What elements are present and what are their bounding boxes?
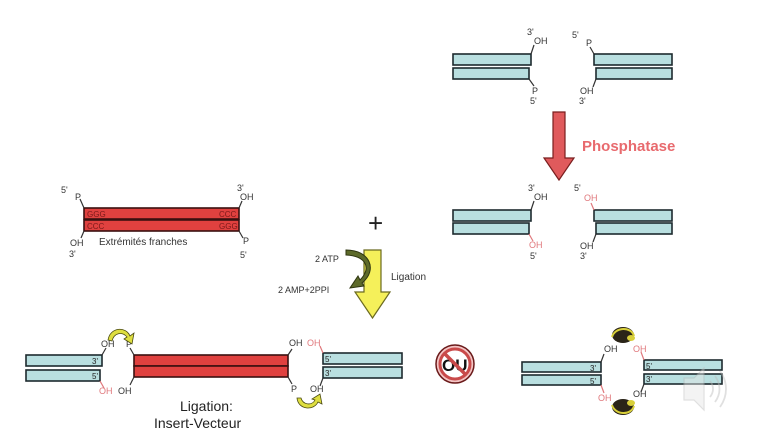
- svg-text:GGG: GGG: [87, 210, 106, 219]
- atp-label: 2 ATP: [315, 254, 339, 264]
- insert-top-strand: [133, 354, 289, 367]
- prime-label: 3': [580, 251, 587, 261]
- group-label: P: [126, 339, 132, 349]
- vector-left-bottom-strand: [521, 374, 602, 386]
- ligation-curve-arrow: [296, 393, 323, 409]
- vector-left-bottom-strand: [452, 67, 530, 80]
- group-label: OH: [580, 86, 594, 96]
- prime-label: 5': [530, 96, 537, 106]
- group-label: OH: [240, 192, 254, 202]
- blocked-ligation-icon: [611, 327, 635, 343]
- self-ligation-blocked: 3' 5' 5' 3' OH OH OH OH: [521, 327, 723, 415]
- prime-label: 3': [527, 27, 534, 37]
- dephosphorylated-group-label: OH: [584, 193, 598, 203]
- group-label: OH: [633, 389, 647, 399]
- group-label: OH: [534, 192, 548, 202]
- svg-text:CCC: CCC: [219, 210, 237, 219]
- svg-text:GGG: GGG: [219, 222, 238, 231]
- group-label: OH: [289, 338, 303, 348]
- group-label: OH: [99, 386, 113, 396]
- vector-left-top-strand: [452, 209, 532, 222]
- group-label: OH: [310, 384, 324, 394]
- vector-before-phosphatase: 3' OH P 5' 5' P OH 3': [452, 27, 673, 106]
- dephosphorylated-group-label: OH: [633, 344, 647, 354]
- or-forbidden-symbol: OU: [435, 344, 475, 384]
- insert-dna: GGG CCC CCC GGG 5' P OH 3' 3' OH P 5' Ex…: [61, 183, 254, 260]
- plus-sign: +: [368, 208, 383, 238]
- svg-text:3': 3': [646, 375, 652, 384]
- svg-text:5': 5': [590, 377, 596, 386]
- group-label: OH: [118, 386, 132, 396]
- vector-left-bottom-strand: [25, 369, 101, 382]
- svg-text:3': 3': [325, 369, 331, 378]
- insert-bottom-strand: [83, 219, 240, 232]
- vector-left-top-strand: [521, 361, 602, 373]
- svg-text:5': 5': [92, 372, 98, 381]
- group-label: P: [586, 38, 592, 48]
- vector-right-bottom-strand: [322, 366, 403, 379]
- group-label: OH: [101, 339, 115, 349]
- group-label: OH: [307, 338, 321, 348]
- amp-ppi-label: 2 AMP+2PPI: [278, 285, 329, 295]
- svg-text:5': 5': [325, 355, 331, 364]
- ligation-arrow: [353, 249, 392, 320]
- prime-label: 5': [61, 185, 68, 195]
- caption-line1: Ligation:: [180, 398, 233, 414]
- atp-hydrolysis-arrow: [345, 249, 371, 289]
- svg-text:3': 3': [590, 364, 596, 373]
- prime-label: 3': [69, 249, 76, 259]
- dephosphorylated-group-label: OH: [529, 240, 543, 250]
- prime-label: 3': [528, 183, 535, 193]
- blocked-ligation-icon: [611, 399, 635, 415]
- group-label: OH: [604, 344, 618, 354]
- svg-text:CCC: CCC: [87, 222, 105, 231]
- group-label: OH: [70, 238, 84, 248]
- svg-text:5': 5': [646, 362, 652, 371]
- group-label: OH: [580, 241, 594, 251]
- insert-vector-product: 3' 5' 5' 3' OH P OH OH OH OH P OH: [25, 328, 403, 409]
- speaker-icon[interactable]: [683, 366, 727, 412]
- phosphatase-arrow: [542, 111, 576, 182]
- prime-label: 3': [579, 96, 586, 106]
- group-label: OH: [534, 36, 548, 46]
- prime-label: 3': [237, 183, 244, 193]
- phosphatase-label: Phosphatase: [582, 138, 675, 155]
- prime-label: 5': [530, 251, 537, 261]
- group-label: P: [532, 86, 538, 96]
- group-label: P: [75, 192, 81, 202]
- dephosphorylated-group-label: OH: [598, 393, 612, 403]
- blunt-ends-caption: Extrémités franches: [99, 237, 187, 248]
- vector-left-top-strand: [452, 53, 532, 66]
- vector-right-bottom-strand: [595, 222, 673, 235]
- group-label: P: [291, 384, 297, 394]
- vector-left-bottom-strand: [452, 222, 530, 235]
- vector-right-top-strand: [593, 209, 673, 222]
- prime-label: 5': [572, 30, 579, 40]
- prime-label: 5': [240, 250, 247, 260]
- group-label: P: [243, 236, 249, 246]
- caption-line2: Insert-Vecteur: [154, 415, 241, 431]
- prime-label: 5': [574, 183, 581, 193]
- insert-bottom-strand: [133, 365, 289, 378]
- vector-right-top-strand: [593, 53, 673, 66]
- vector-right-top-strand: [322, 352, 403, 365]
- vector-after-phosphatase: 3' OH OH 5' 5' OH OH 3': [452, 183, 673, 261]
- vector-right-top-strand: [643, 359, 723, 371]
- vector-left-top-strand: [25, 354, 103, 367]
- vector-right-bottom-strand: [643, 373, 723, 385]
- insert-top-strand: [83, 207, 240, 220]
- ligation-curve-arrow: [107, 328, 135, 345]
- svg-text:3': 3': [92, 357, 98, 366]
- ligation-label: Ligation: [391, 272, 426, 283]
- vector-right-bottom-strand: [595, 67, 673, 80]
